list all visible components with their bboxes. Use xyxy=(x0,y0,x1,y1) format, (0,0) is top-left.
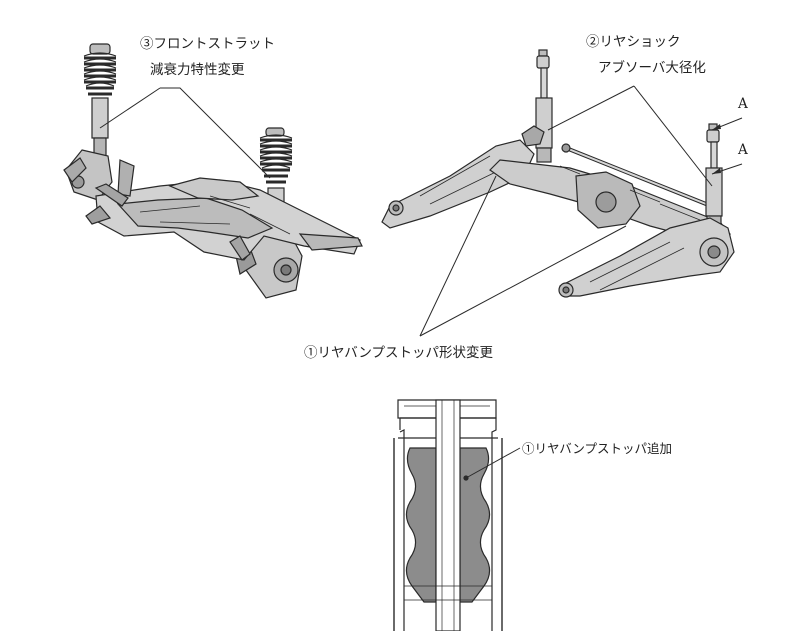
section-marker-upper: A xyxy=(738,96,748,112)
rear-suspension-illustration xyxy=(381,49,743,298)
section-marker-lower: A xyxy=(738,142,748,158)
leader-bump-stopper-right xyxy=(419,225,627,337)
front-strut-label: ③フロントストラット xyxy=(140,36,275,52)
leader-bump-stopper-added xyxy=(465,447,521,479)
leader-lines xyxy=(99,85,713,337)
front-strut-sublabel: 減衰力特性変更 xyxy=(150,62,245,78)
front-suspension-illustration xyxy=(63,43,363,299)
leader-front-strut-right xyxy=(160,87,271,179)
rear-shock-sublabel: アブソーバ大径化 xyxy=(598,60,706,76)
front-subframe xyxy=(85,159,363,261)
leader-bump-stopper-left xyxy=(419,175,497,337)
leader-rear-shock-left xyxy=(547,85,635,131)
bump-stopper-shape-label: ①リヤバンプストッパ形状変更 xyxy=(304,345,493,361)
leader-rear-shock-right xyxy=(633,85,713,187)
rear-trailing-arm-right xyxy=(559,217,735,297)
rear-shock-label: ②リヤショック xyxy=(586,34,681,50)
bump-stopper-left xyxy=(405,447,437,603)
leader-front-strut-left xyxy=(99,87,161,129)
piston-rod xyxy=(435,399,461,631)
bump-stopper-added-label: ①リヤバンプストッパ追加 xyxy=(522,441,673,456)
bump-stopper-right xyxy=(459,447,491,603)
shock-cross-section xyxy=(393,399,521,631)
